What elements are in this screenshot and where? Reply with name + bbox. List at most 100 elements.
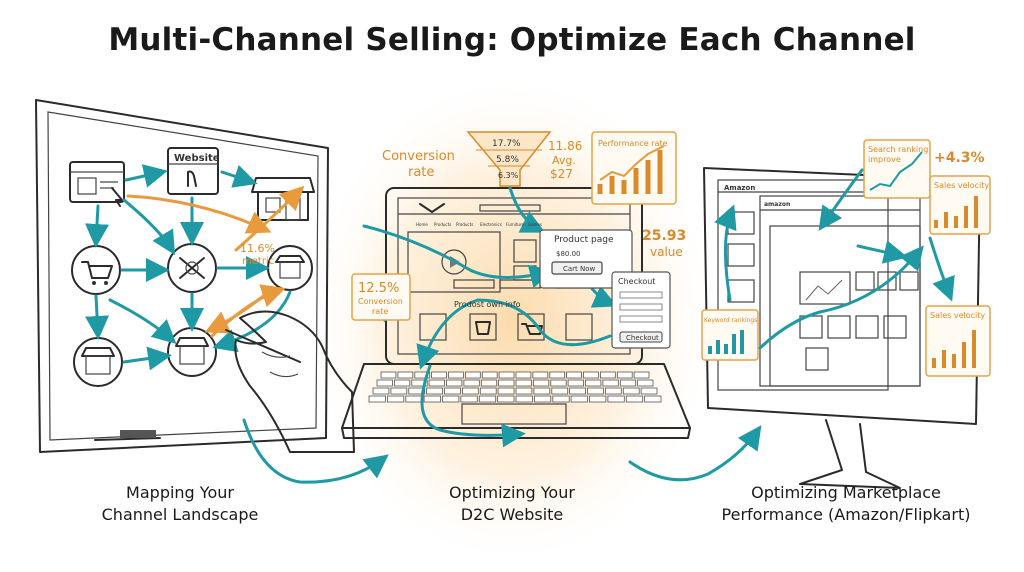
- keyboard-key: [587, 387, 604, 395]
- caption-d2c-line1: Optimizing Your: [449, 483, 575, 502]
- keyboard-key: [376, 379, 393, 387]
- keyboard-key: [515, 387, 533, 395]
- arrow-panel2-to-panel3: [628, 425, 762, 482]
- keyboard-key: [637, 379, 654, 387]
- channel-connections: [85, 164, 305, 371]
- checkout-button-label: Checkout: [626, 334, 659, 342]
- rate-card-label-2: rate: [372, 307, 388, 316]
- keyboard-key: [616, 371, 633, 379]
- funnel-stat-1: 11.86: [548, 139, 582, 153]
- checkout-button[interactable]: [619, 331, 663, 343]
- keyboard-key: [633, 371, 650, 379]
- keyboard-key: [405, 395, 423, 403]
- caption-marketplace: Optimizing Marketplace Performance (Amaz…: [696, 482, 996, 526]
- keyword-rankings-label: Keyword rankings: [704, 317, 757, 324]
- product-price: $80.00: [556, 250, 581, 258]
- keyboard-key: [480, 379, 498, 387]
- website-node-icon: [167, 147, 219, 195]
- marketplace-logo-2: amazon: [764, 201, 790, 208]
- keyboard-key: [464, 371, 481, 379]
- keyboard-key: [551, 387, 569, 395]
- keyboard-key: [408, 387, 426, 395]
- metric-label: metric: [242, 256, 274, 267]
- keyboard-key: [461, 387, 479, 395]
- keyboard-key: [497, 387, 515, 395]
- keyboard-key: [532, 371, 549, 379]
- keyboard-key: [423, 395, 441, 403]
- keyboard-key: [431, 371, 447, 379]
- keyboard-key: [589, 395, 607, 403]
- hub-node-icon: [167, 243, 217, 293]
- marketplace-flow-arrows: [714, 168, 955, 350]
- caption-d2c: Optimizing Your D2C Website: [402, 482, 622, 526]
- marker-tray: [120, 430, 156, 438]
- browser-node-icon: [69, 161, 125, 207]
- sales-velocity-top-label: Sales velocity: [934, 181, 989, 190]
- keyboard-key: [497, 395, 515, 403]
- nav-item-5[interactable]: Furniture: [506, 222, 524, 227]
- keyboard-key: [607, 395, 625, 403]
- keyboard-key: [460, 395, 478, 403]
- keyboard-key: [515, 371, 532, 379]
- value-label: value: [650, 245, 683, 259]
- nav-item-1[interactable]: Home: [416, 222, 428, 227]
- cart-now-button[interactable]: [551, 261, 603, 275]
- page-title: Multi-Channel Selling: Optimize Each Cha…: [108, 22, 916, 58]
- search-ranking-trend: [869, 151, 923, 191]
- keyboard-key: [386, 395, 405, 403]
- keyboard-key: [463, 379, 480, 387]
- conversion-label-1: Conversion: [382, 149, 455, 164]
- drawing-hand-icon: [225, 310, 355, 453]
- keyboard-key: [479, 387, 497, 395]
- keyboard-key: [534, 395, 552, 403]
- value-number: 25.93: [642, 228, 686, 244]
- checkout-title: Checkout: [618, 277, 655, 286]
- website-node-label: Website: [174, 153, 220, 164]
- nav-item-6[interactable]: Games: [528, 222, 542, 227]
- caption-d2c-line2: D2C Website: [460, 505, 564, 524]
- performance-trendline: [599, 145, 665, 181]
- keyboard-key: [570, 395, 588, 403]
- keyboard-key: [550, 379, 567, 387]
- funnel-value-3: 6.3%: [498, 171, 519, 180]
- keyboard-key: [414, 371, 431, 379]
- keyboard-key: [448, 371, 464, 379]
- keyboard-key: [552, 395, 570, 403]
- keyboard-key: [605, 387, 622, 395]
- keyboard-key: [380, 371, 397, 379]
- caption-marketplace-line2: Performance (Amazon/Flipkart): [721, 505, 971, 524]
- keyboard-key: [533, 387, 551, 395]
- keyboard-key: [393, 379, 411, 387]
- keyboard-key: [566, 371, 582, 379]
- keyboard-key: [622, 387, 640, 395]
- keyboard-key: [602, 379, 619, 387]
- keyboard-key: [444, 387, 461, 395]
- keyboard-key: [569, 387, 586, 395]
- arrow-panel1-to-panel2: [242, 418, 389, 484]
- keyboard-key: [619, 379, 637, 387]
- funnel-stat-2: Avg.: [552, 154, 576, 167]
- keyboard-key: [368, 395, 386, 403]
- nav-item-3[interactable]: Products: [456, 222, 473, 227]
- keyboard-key: [583, 371, 599, 379]
- nav-item-4[interactable]: Electronics: [480, 222, 502, 227]
- market-node-icon: [73, 337, 123, 387]
- conversion-label-2: rate: [408, 165, 434, 180]
- conversion-funnel-icon: [466, 131, 552, 187]
- keyboard-key: [411, 379, 428, 387]
- rate-card-value: 12.5%: [358, 281, 399, 296]
- keyboard-key: [498, 379, 515, 387]
- keyboard-key: [390, 387, 408, 395]
- nav-item-2[interactable]: Products: [434, 222, 451, 227]
- caption-mapping-line1: Mapping Your: [126, 483, 234, 502]
- keyboard-key: [549, 371, 566, 379]
- cart-node-icon: [71, 245, 121, 295]
- keyboard-key: [533, 379, 550, 387]
- growth-value: +4.3%: [934, 150, 985, 166]
- cart-now-label: Cart Now: [563, 265, 596, 273]
- keyboard-key: [397, 371, 414, 379]
- keyboard-key: [600, 371, 616, 379]
- keyboard-key: [372, 387, 390, 395]
- keyboard-key: [640, 387, 658, 395]
- keyboard-key: [644, 395, 662, 403]
